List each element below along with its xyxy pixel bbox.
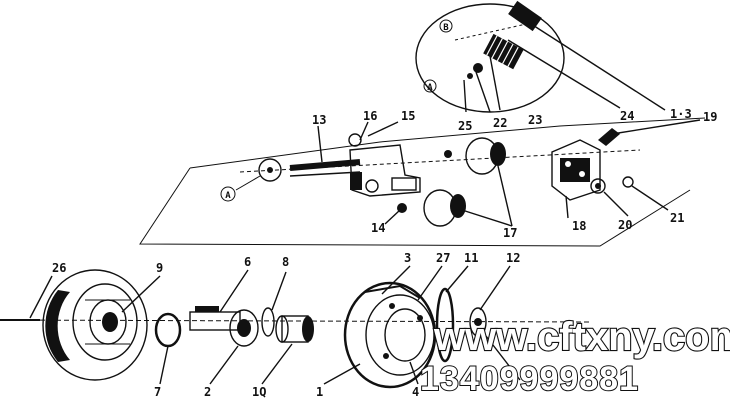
label-18: 18 (572, 219, 586, 233)
label-1: 1 (316, 385, 323, 399)
label-26: 26 (52, 261, 66, 275)
label-13: 13 (312, 113, 326, 127)
label-20: 20 (618, 218, 632, 232)
label-17: 17 (503, 226, 517, 240)
label-27: 27 (436, 251, 450, 265)
detail-inset: B A (415, 0, 666, 113)
label-14: 14 (371, 221, 385, 235)
callout-b-text: B (443, 23, 449, 33)
label-24: 24 (620, 109, 634, 123)
label-12: 12 (506, 251, 520, 265)
callout-b (439, 19, 453, 33)
label-9: 9 (156, 261, 163, 275)
steering-shaft-assembly: A (139, 117, 706, 247)
label-10: 1Q (252, 385, 266, 399)
label-3: 3 (404, 251, 411, 265)
label-23: 23 (528, 113, 542, 127)
label-13-inset: 1·3 (670, 107, 692, 121)
label-16: 16 (363, 109, 377, 123)
label-21: 21 (670, 211, 684, 225)
callout-a-inset (423, 79, 437, 93)
part-labels: 13 16 15 14 17 18 20 21 19 1·3 24 23 22 … (52, 107, 717, 399)
label-6: 6 (244, 255, 251, 269)
label-25: 25 (458, 119, 472, 133)
label-2: 2 (204, 385, 211, 399)
watermark: www.cftxny.com 13409999881 (419, 314, 730, 399)
label-11: 11 (464, 251, 478, 265)
label-22: 22 (493, 116, 507, 130)
label-4: 4 (412, 385, 419, 399)
watermark-site: www.cftxny.com (433, 315, 730, 359)
label-15: 15 (401, 109, 415, 123)
watermark-phone: 13409999881 (420, 360, 639, 398)
label-7: 7 (154, 385, 161, 399)
label-19: 19 (703, 110, 717, 124)
callout-a-main-text: A (225, 191, 231, 201)
wheel-hub-assembly (0, 265, 591, 389)
callout-a-main (220, 186, 236, 202)
label-8: 8 (282, 255, 289, 269)
callout-a-inset-text: A (427, 83, 433, 93)
